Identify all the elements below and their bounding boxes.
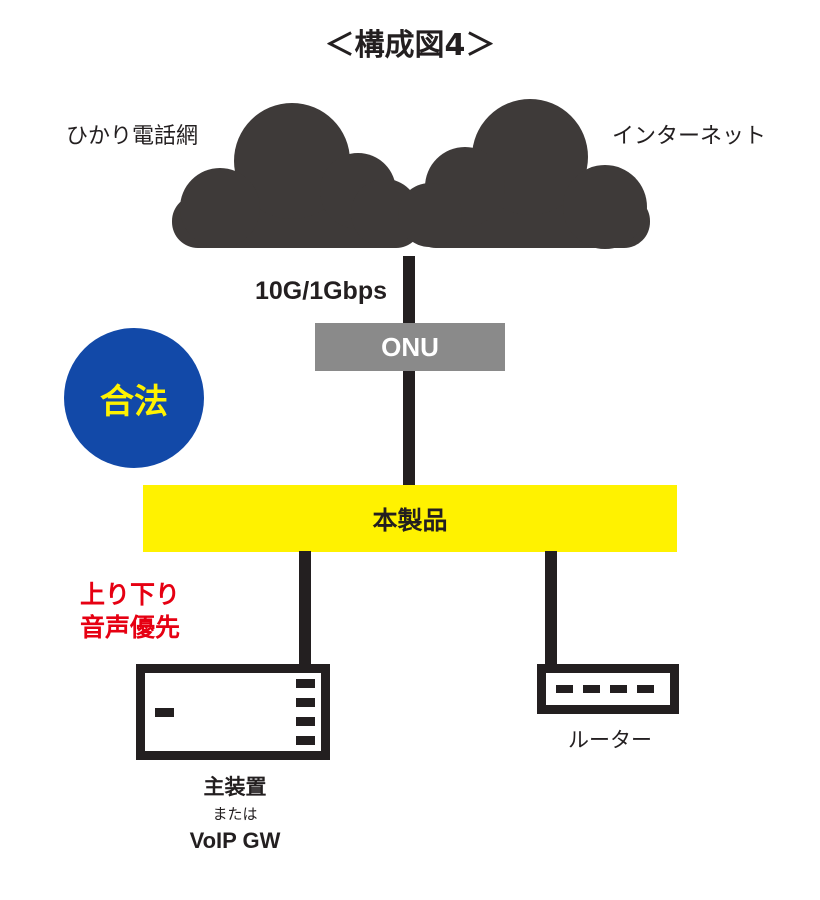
- priority-line-2: 音声優先: [79, 613, 180, 642]
- product-box: 本製品: [143, 485, 677, 552]
- pbx-label: 主装置 または VoIP GW: [150, 772, 320, 856]
- telephone-network-cloud-icon: [172, 103, 422, 248]
- telephone-network-label: ひかり電話網: [66, 124, 199, 149]
- product-router-link: [545, 551, 557, 667]
- link-speed-label: 10G/1Gbps: [255, 277, 387, 305]
- cloud-shapes: [172, 99, 650, 249]
- onu-product-link: [403, 370, 415, 486]
- diagram-title: ＜構成図4＞: [324, 28, 496, 63]
- internet-label: インターネット: [612, 124, 767, 149]
- product-label: 本製品: [372, 505, 448, 535]
- priority-line-1: 上り下り: [79, 580, 180, 609]
- onu-label: ONU: [381, 331, 439, 362]
- router-device-icon: [537, 664, 679, 714]
- pbx-label-or: または: [212, 805, 258, 823]
- onu-box: ONU: [315, 323, 505, 371]
- internet-cloud-icon: [398, 99, 650, 249]
- cloud-onu-link: [403, 256, 415, 324]
- pbx-label-main: 主装置: [203, 775, 267, 799]
- product-pbx-link: [299, 551, 311, 669]
- legal-badge: 合法: [64, 328, 204, 468]
- legal-badge-label: 合法: [100, 381, 168, 422]
- voice-priority-note: 上り下り 音声優先: [60, 578, 200, 644]
- router-label: ルーター: [568, 728, 652, 752]
- pbx-label-gw: VoIP GW: [189, 828, 281, 853]
- pbx-device-icon: [136, 664, 330, 760]
